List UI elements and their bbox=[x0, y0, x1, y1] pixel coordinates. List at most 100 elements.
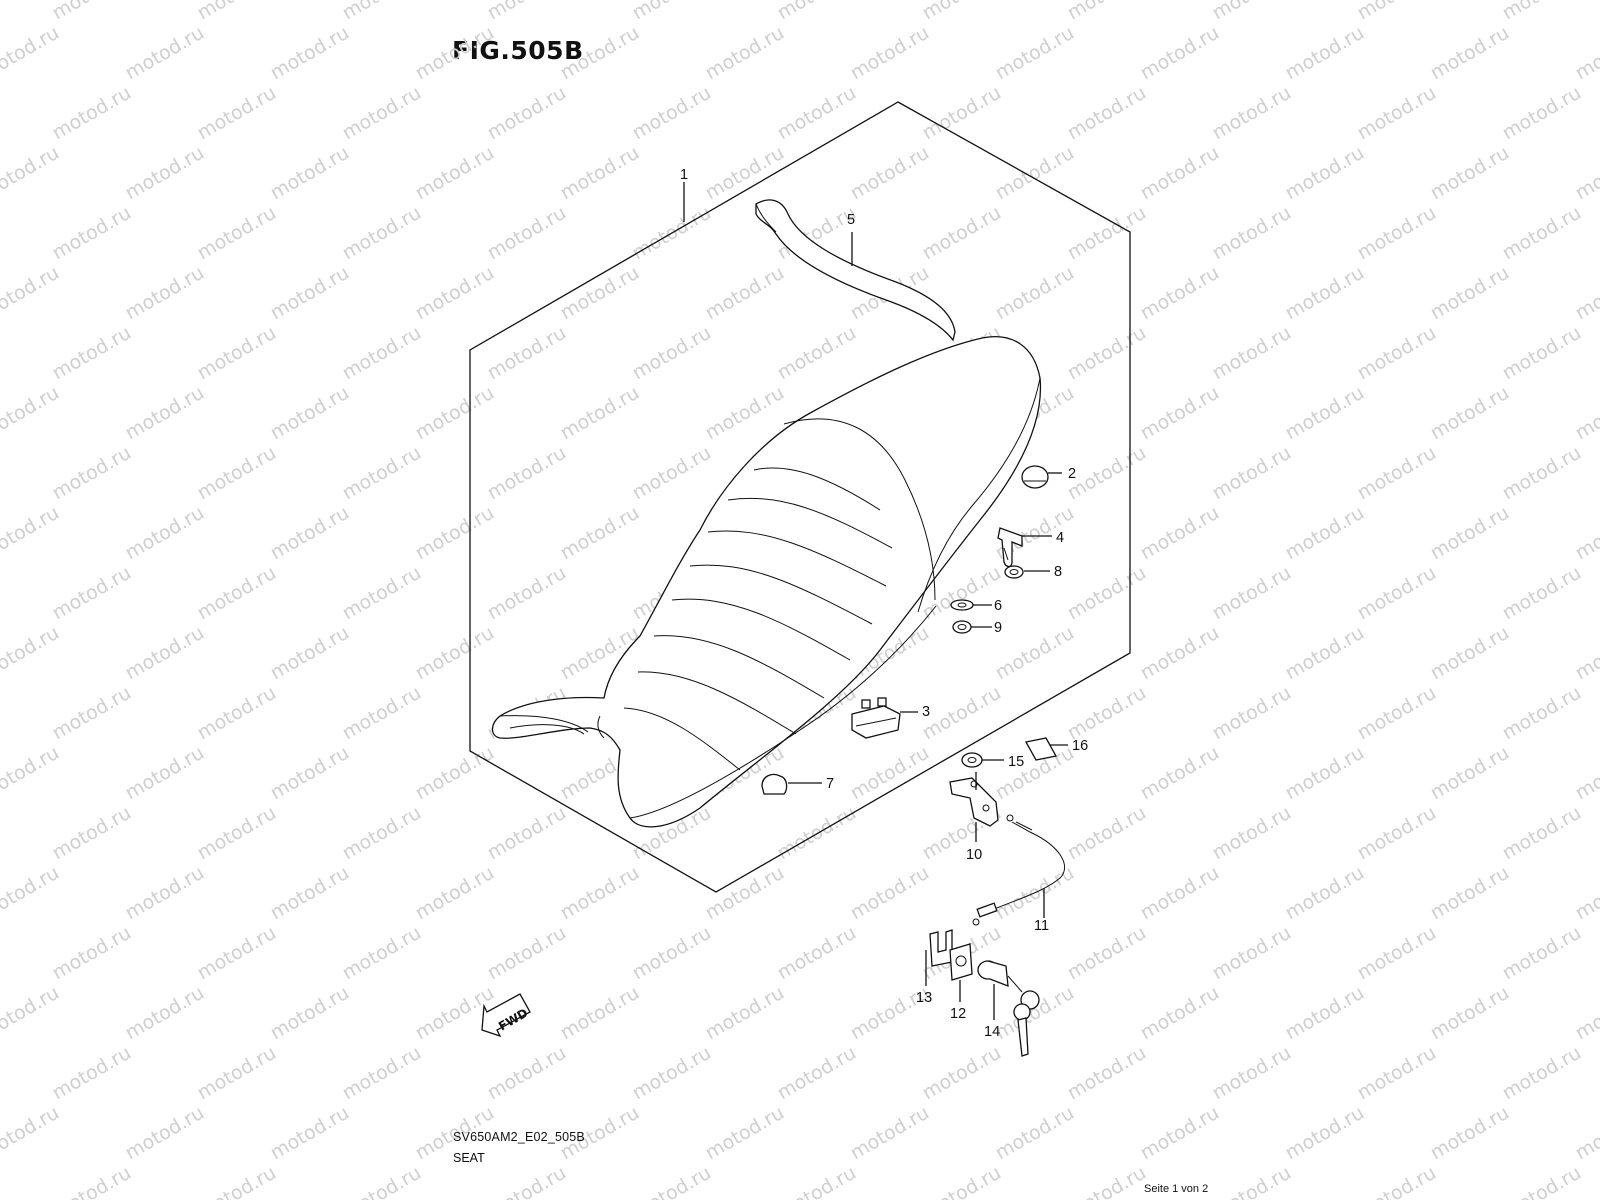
watermark-text: motod.ru bbox=[484, 1162, 570, 1200]
watermark-text: motod.ru bbox=[1282, 1102, 1368, 1165]
callout-15: 15 bbox=[1008, 754, 1024, 770]
watermark-text: motod.ru bbox=[1354, 0, 1440, 24]
watermark-text: motod.ru bbox=[1137, 982, 1223, 1045]
watermark-text: motod.ru bbox=[919, 0, 1005, 24]
part-15-nut bbox=[961, 752, 983, 768]
watermark-text: motod.ru bbox=[1499, 1162, 1585, 1200]
watermark-text: motod.ru bbox=[702, 982, 788, 1045]
part-2-buffer bbox=[1021, 465, 1049, 489]
watermark-text: motod.ru bbox=[557, 982, 643, 1045]
watermark-text: motod.ru bbox=[484, 0, 570, 24]
watermark-text: motod.ru bbox=[1137, 742, 1223, 805]
watermark-text: motod.ru bbox=[49, 682, 135, 745]
watermark-text: motod.ru bbox=[339, 922, 425, 985]
watermark-text: motod.ru bbox=[484, 442, 570, 505]
callout-13: 13 bbox=[916, 990, 932, 1006]
callout-11: 11 bbox=[1034, 918, 1049, 934]
callout-7: 7 bbox=[826, 776, 834, 792]
diagram-caption: SEAT bbox=[453, 1151, 485, 1165]
watermark-text: motod.ru bbox=[1282, 502, 1368, 565]
watermark-text: motod.ru bbox=[1572, 22, 1600, 85]
watermark-text: motod.ru bbox=[1282, 742, 1368, 805]
watermark-text: motod.ru bbox=[629, 322, 715, 385]
watermark-text: motod.ru bbox=[847, 1102, 933, 1165]
watermark-text: motod.ru bbox=[49, 922, 135, 985]
watermark-text: motod.ru bbox=[484, 1042, 570, 1105]
watermark-text: motod.ru bbox=[0, 22, 63, 85]
watermark-text: motod.ru bbox=[847, 142, 933, 205]
watermark-text: motod.ru bbox=[1282, 382, 1368, 445]
watermark-text: motod.ru bbox=[339, 1042, 425, 1105]
watermark-text: motod.ru bbox=[1427, 22, 1513, 85]
watermark-text: motod.ru bbox=[1282, 142, 1368, 205]
part-3-cushion bbox=[851, 697, 901, 739]
callout-5: 5 bbox=[847, 212, 855, 228]
watermark-text: motod.ru bbox=[1209, 682, 1295, 745]
watermark-text: motod.ru bbox=[339, 562, 425, 625]
watermark-text: motod.ru bbox=[1427, 982, 1513, 1045]
watermark-text: motod.ru bbox=[339, 322, 425, 385]
watermark-text: motod.ru bbox=[1209, 562, 1295, 625]
callout-6: 6 bbox=[994, 598, 1002, 614]
watermark-text: motod.ru bbox=[194, 562, 280, 625]
watermark-text: motod.ru bbox=[0, 382, 63, 445]
watermark-text: motod.ru bbox=[1354, 562, 1440, 625]
watermark-text: motod.ru bbox=[267, 622, 353, 685]
watermark-text: motod.ru bbox=[194, 202, 280, 265]
watermark-text: motod.ru bbox=[1064, 322, 1150, 385]
watermark-text: motod.ru bbox=[1064, 202, 1150, 265]
watermark-text: motod.ru bbox=[122, 742, 208, 805]
part-8-nut bbox=[1004, 565, 1024, 579]
watermark-text: motod.ru bbox=[847, 742, 933, 805]
watermark-text: motod.ru bbox=[194, 682, 280, 745]
watermark-text: motod.ru bbox=[0, 142, 63, 205]
watermark-text: motod.ru bbox=[339, 202, 425, 265]
watermark-text: motod.ru bbox=[1282, 22, 1368, 85]
watermark-text: motod.ru bbox=[339, 0, 425, 24]
watermark-text: motod.ru bbox=[267, 22, 353, 85]
watermark-text: motod.ru bbox=[49, 1162, 135, 1200]
watermark-text: motod.ru bbox=[122, 142, 208, 205]
part-16-label bbox=[1024, 737, 1058, 761]
watermark-text: motod.ru bbox=[267, 862, 353, 925]
callout-14: 14 bbox=[984, 1024, 1000, 1040]
watermark-text: motod.ru bbox=[1137, 22, 1223, 85]
watermark-text: motod.ru bbox=[629, 442, 715, 505]
watermark-text: motod.ru bbox=[0, 622, 63, 685]
watermark-text: motod.ru bbox=[1427, 382, 1513, 445]
watermark-text: motod.ru bbox=[774, 922, 860, 985]
watermark-text: motod.ru bbox=[339, 82, 425, 145]
watermark-text: motod.ru bbox=[122, 982, 208, 1045]
watermark-text: motod.ru bbox=[1354, 202, 1440, 265]
watermark-text: motod.ru bbox=[1572, 142, 1600, 205]
watermark-text: motod.ru bbox=[992, 22, 1078, 85]
watermark-text: motod.ru bbox=[1427, 142, 1513, 205]
watermark-text: motod.ru bbox=[774, 0, 860, 24]
watermark-text: motod.ru bbox=[1209, 202, 1295, 265]
watermark-text: motod.ru bbox=[1572, 1102, 1600, 1165]
watermark-text: motod.ru bbox=[1499, 1042, 1585, 1105]
watermark-text: motod.ru bbox=[1137, 502, 1223, 565]
callout-3: 3 bbox=[922, 704, 930, 720]
watermark-text: motod.ru bbox=[484, 322, 570, 385]
watermark-text: motod.ru bbox=[1137, 262, 1223, 325]
watermark-text: motod.ru bbox=[1209, 1042, 1295, 1105]
callout-1: 1 bbox=[680, 167, 688, 183]
watermark-text: motod.ru bbox=[1137, 622, 1223, 685]
part-7-rubber bbox=[761, 773, 788, 795]
watermark-text: motod.ru bbox=[267, 742, 353, 805]
watermark-text: motod.ru bbox=[1427, 742, 1513, 805]
watermark-text: motod.ru bbox=[0, 982, 63, 1045]
watermark-text: motod.ru bbox=[992, 622, 1078, 685]
watermark-text: motod.ru bbox=[629, 922, 715, 985]
watermark-text: motod.ru bbox=[1209, 322, 1295, 385]
watermark-text: motod.ru bbox=[412, 742, 498, 805]
watermark-text: motod.ru bbox=[267, 982, 353, 1045]
watermark-text: motod.ru bbox=[412, 142, 498, 205]
part-6-washer bbox=[950, 599, 974, 611]
watermark-text: motod.ru bbox=[122, 1102, 208, 1165]
watermark-text: motod.ru bbox=[1572, 502, 1600, 565]
callout-2: 2 bbox=[1068, 466, 1076, 482]
watermark-text: motod.ru bbox=[412, 382, 498, 445]
